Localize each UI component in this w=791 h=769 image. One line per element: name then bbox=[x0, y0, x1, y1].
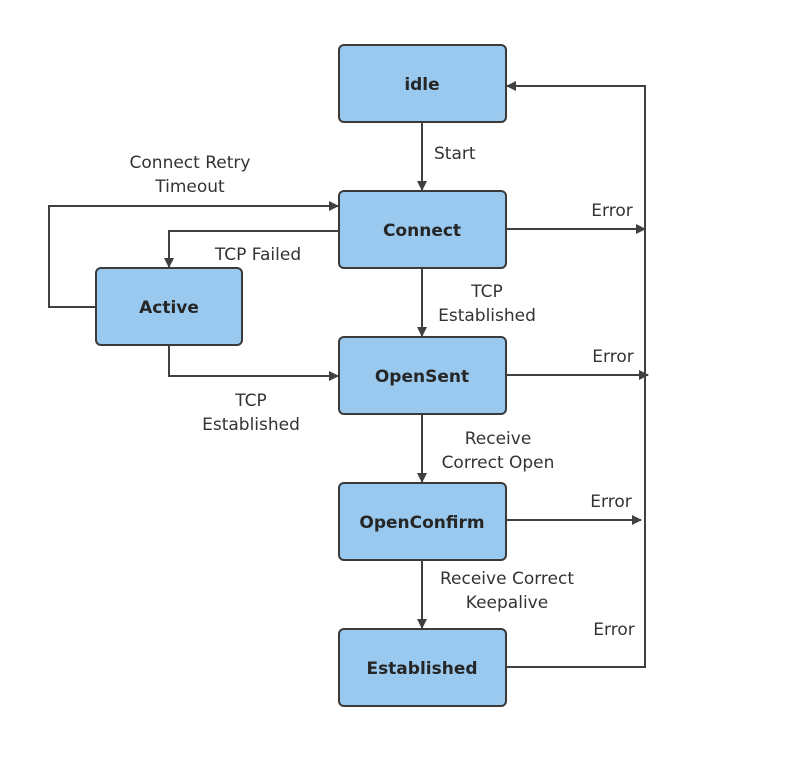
state-established: Established bbox=[338, 628, 507, 707]
label-error-openconfirm: Error bbox=[590, 492, 631, 512]
state-openconfirm-label: OpenConfirm bbox=[359, 513, 484, 533]
arrow-active-to-connect-retry bbox=[48, 201, 339, 308]
state-active-label: Active bbox=[139, 298, 199, 318]
state-idle: idle bbox=[338, 44, 507, 123]
label-start: Start bbox=[434, 144, 476, 164]
label-tcp-established-right-line1: TCP bbox=[470, 282, 503, 302]
label-tcp-established-left-line1: TCP bbox=[234, 391, 267, 411]
arrow-active-to-opensent bbox=[168, 345, 339, 381]
state-connect-label: Connect bbox=[383, 221, 461, 241]
state-connect: Connect bbox=[338, 190, 507, 269]
label-error-established: Error bbox=[593, 620, 634, 640]
state-idle-label: idle bbox=[404, 75, 439, 95]
label-tcp-established-left-line2: Established bbox=[202, 415, 300, 435]
label-receive-keepalive-line1: Receive Correct bbox=[440, 569, 574, 589]
label-receive-open-line2: Correct Open bbox=[442, 453, 555, 473]
state-openconfirm: OpenConfirm bbox=[338, 482, 507, 561]
state-established-label: Established bbox=[366, 659, 477, 679]
label-receive-keepalive-line2: Keepalive bbox=[466, 593, 548, 613]
state-active: Active bbox=[95, 267, 243, 346]
state-opensent-label: OpenSent bbox=[375, 367, 469, 387]
label-tcp-established-right-line2: Established bbox=[438, 306, 536, 326]
label-connect-retry-line2: Timeout bbox=[154, 177, 225, 197]
state-opensent: OpenSent bbox=[338, 336, 507, 415]
arrow-error-return-to-idle bbox=[506, 81, 646, 668]
label-error-connect: Error bbox=[591, 201, 632, 221]
label-error-opensent: Error bbox=[592, 347, 633, 367]
label-tcp-failed: TCP Failed bbox=[214, 245, 301, 265]
arrow-connect-to-active bbox=[164, 230, 339, 268]
label-connect-retry-line1: Connect Retry bbox=[130, 153, 251, 173]
label-receive-open-line1: Receive bbox=[465, 429, 532, 449]
